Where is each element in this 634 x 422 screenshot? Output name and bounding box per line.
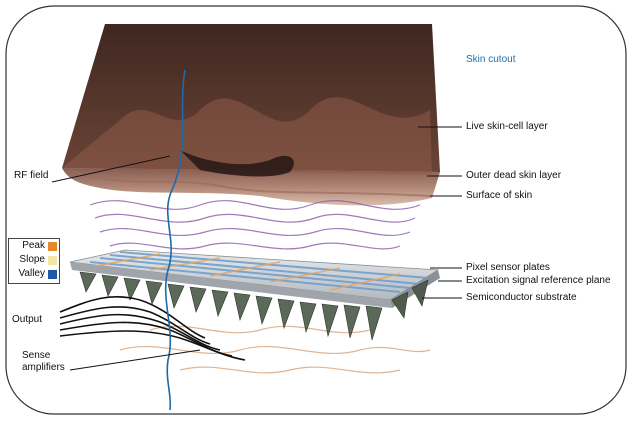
legend-label: Valley [18,268,46,279]
skin-block [62,24,440,206]
sense-amplifiers-label: Sense amplifiers [22,350,65,373]
legend-swatch-valley [48,270,57,279]
legend-item-valley: Valley [9,268,59,281]
rf-field-label: RF field [14,170,49,181]
legend-item-slope: Slope [9,254,59,267]
outer-frame [5,5,627,415]
legend-swatch-slope [48,256,57,265]
live-skin-layer-label: Live skin-cell layer [466,121,548,132]
legend-item-peak: Peak [9,240,59,253]
rf-field-line [164,69,186,411]
field-lines [89,200,431,374]
pixel-sensor-plates-label: Pixel sensor plates [466,262,550,273]
excitation-plane-label: Excitation signal reference plane [466,275,611,286]
leader-lines [51,126,462,371]
output-label: Output [12,314,43,325]
legend: Peak Slope Valley [8,238,60,284]
output-wires [59,295,246,361]
legend-swatch-peak [48,242,57,251]
outer-dead-skin-layer-label: Outer dead skin layer [466,170,562,181]
surface-of-skin-label: Surface of skin [466,190,533,201]
semiconductor-substrate-label: Semiconductor substrate [466,292,577,303]
legend-label: Slope [19,254,45,265]
substrate-pyramids [79,271,429,341]
legend-label: Peak [22,240,45,251]
skin-cutout-label: Skin cutout [466,54,516,65]
